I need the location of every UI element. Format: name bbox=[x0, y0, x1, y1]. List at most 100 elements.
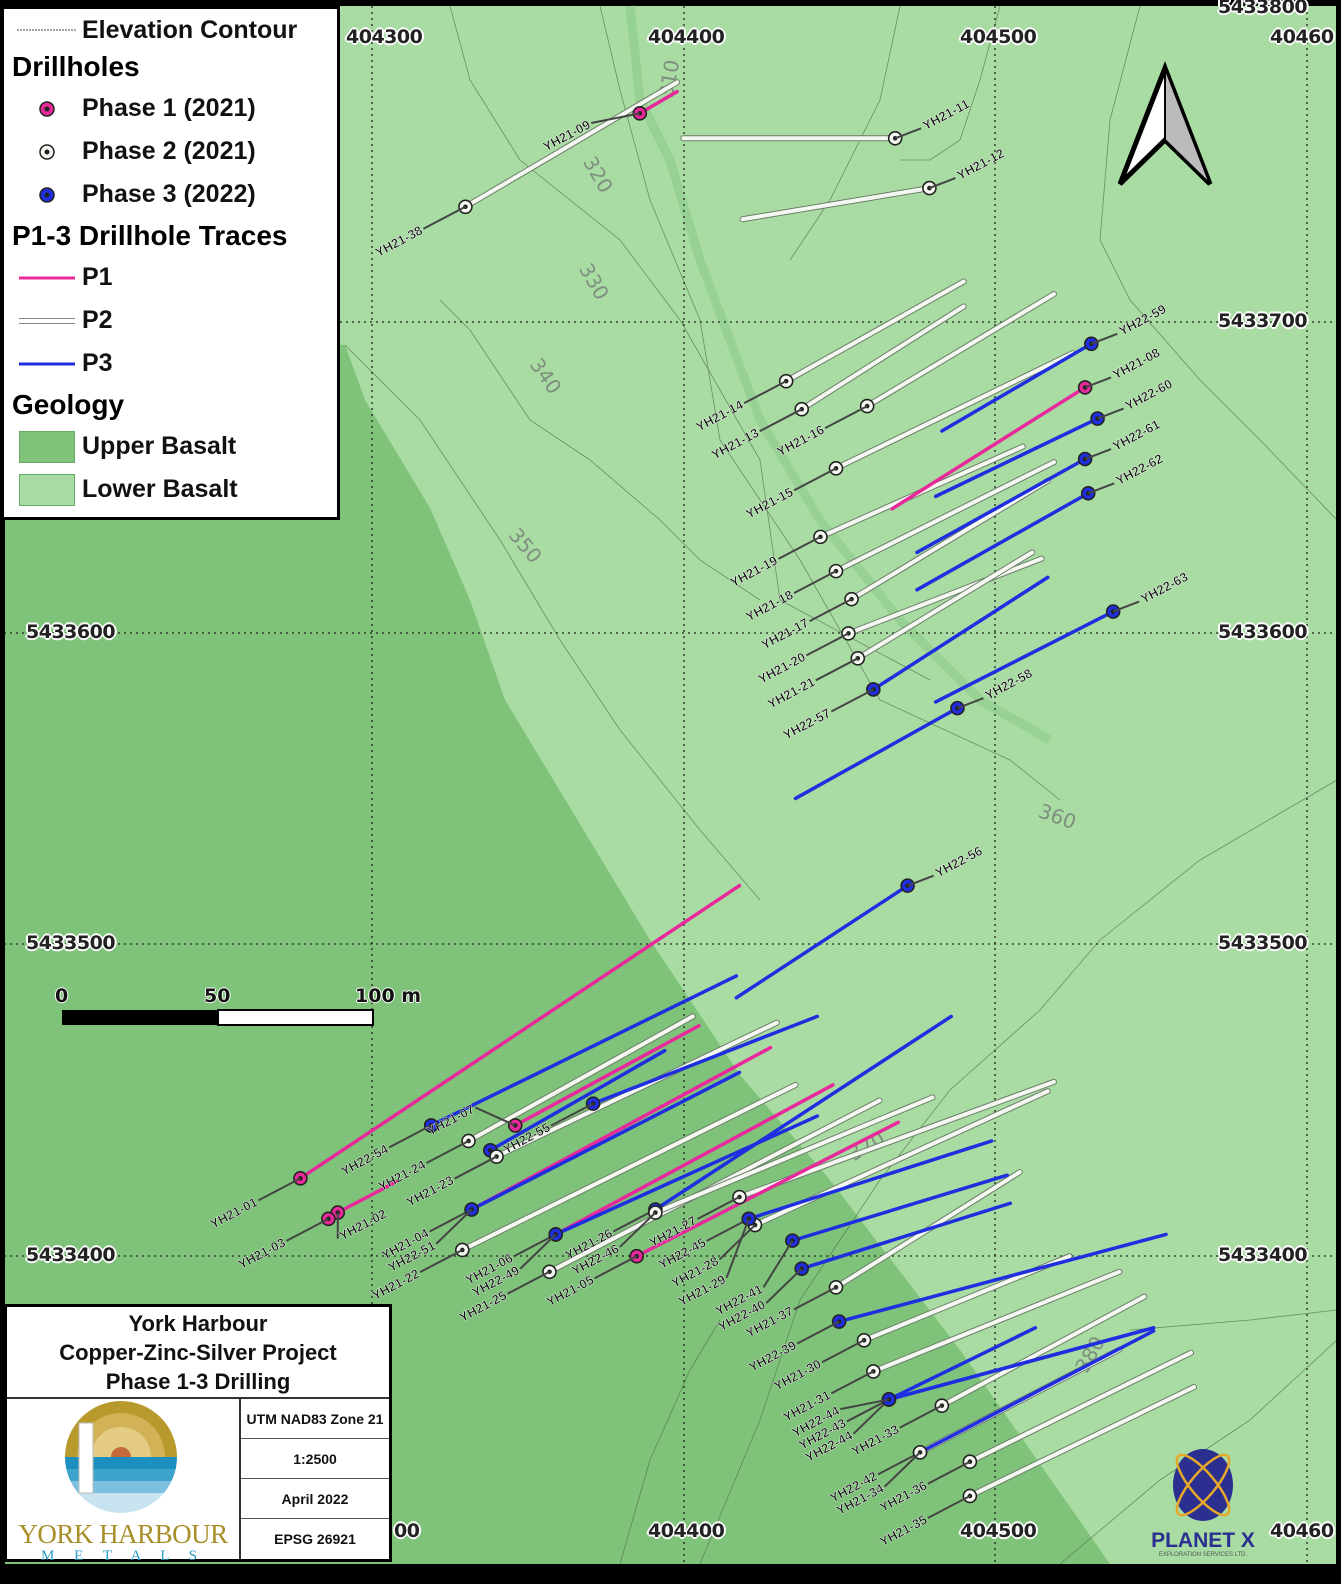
legend-label: Lower Basalt bbox=[82, 475, 238, 503]
drillhole-trace-p1 bbox=[553, 1083, 835, 1237]
label-leader bbox=[793, 467, 837, 492]
label-leader bbox=[1097, 407, 1124, 420]
legend-heading: Drillholes bbox=[12, 51, 140, 82]
label-leader bbox=[777, 535, 821, 560]
title-line: York Harbour bbox=[128, 1311, 268, 1336]
label-leader bbox=[706, 1217, 750, 1242]
drillhole-trace-p3 bbox=[653, 1014, 953, 1212]
easting-label: 00 bbox=[394, 1520, 420, 1542]
northing-label: 5433800 bbox=[1218, 0, 1308, 18]
map-title: York Harbour Copper-Zinc-Silver Project … bbox=[7, 1307, 389, 1399]
collar-icon bbox=[12, 99, 82, 119]
planet-x-logo: PLANET X EXPLORATION SERVICES LTD. bbox=[1148, 1445, 1258, 1560]
drillhole-trace-p2 bbox=[967, 1350, 1193, 1464]
label-leader bbox=[419, 1249, 463, 1273]
legend-label: P1 bbox=[82, 263, 113, 291]
legend-contour: Elevation Contour bbox=[12, 13, 337, 47]
title-line: Copper-Zinc-Silver Project bbox=[59, 1340, 337, 1365]
planet-logo-icon bbox=[1173, 1449, 1233, 1521]
scale-label: 100 m bbox=[355, 985, 422, 1007]
label-leader bbox=[550, 1102, 594, 1127]
drillhole-trace-p3 bbox=[918, 1329, 1156, 1455]
label-leader bbox=[429, 1208, 473, 1233]
epsg-code: EPSG 26921 bbox=[274, 1531, 356, 1547]
easting-label: 404400 bbox=[648, 26, 725, 48]
label-leader bbox=[805, 632, 849, 657]
geology-swatch bbox=[12, 473, 82, 506]
legend-label: Phase 1 (2021) bbox=[82, 94, 256, 122]
drillhole-trace-p2 bbox=[799, 304, 966, 412]
drillhole-trace-p3 bbox=[887, 1326, 1156, 1402]
drillhole-trace-p2 bbox=[833, 351, 1075, 471]
legend-phase-1: Phase 1 (2021) bbox=[12, 87, 337, 130]
title-block: York Harbour Copper-Zinc-Silver Project … bbox=[4, 1304, 392, 1564]
label-leader bbox=[435, 1208, 473, 1245]
northing-label: 5433400 bbox=[26, 1244, 116, 1266]
label-leader bbox=[840, 1398, 890, 1411]
drillhole-trace-p1 bbox=[513, 1024, 701, 1128]
label-leader bbox=[759, 408, 803, 433]
label-leader bbox=[1087, 482, 1115, 495]
projection: UTM NAD83 Zone 21 bbox=[241, 1399, 389, 1439]
label-leader bbox=[852, 1398, 890, 1435]
logo-text: YORK HARBOUR bbox=[18, 1519, 228, 1549]
label-leader bbox=[762, 1240, 794, 1288]
easting-label: 404400 bbox=[648, 1520, 725, 1542]
legend-label: Elevation Contour bbox=[82, 15, 298, 44]
label-leader bbox=[474, 1106, 516, 1127]
drillhole-trace-p3 bbox=[799, 1201, 1013, 1271]
drillhole-traces bbox=[298, 79, 1198, 1499]
drillhole-trace-p2 bbox=[855, 550, 1035, 661]
trace-line-icon bbox=[12, 359, 82, 369]
label-leader bbox=[815, 657, 859, 682]
label-leader bbox=[796, 1320, 840, 1345]
label-leader bbox=[718, 1224, 756, 1261]
northing-label: 5433500 bbox=[1218, 932, 1308, 954]
label-leader bbox=[594, 1255, 638, 1280]
northing-label: 5433600 bbox=[26, 621, 116, 643]
label-leader bbox=[285, 1217, 329, 1242]
label-leader bbox=[883, 1451, 921, 1488]
label-leader bbox=[907, 874, 934, 887]
drillhole-trace-p2 bbox=[865, 291, 1056, 409]
legend-geology-item: Upper Basalt bbox=[12, 425, 337, 468]
drillhole-trace-p2 bbox=[871, 1269, 1122, 1374]
drillhole-trace-p3 bbox=[488, 1048, 667, 1153]
drillhole-trace-p3 bbox=[915, 457, 1087, 555]
drillhole-trace-p2 bbox=[967, 1384, 1197, 1498]
drillhole-trace-p1 bbox=[634, 1120, 901, 1258]
northing-label: 5433500 bbox=[26, 932, 116, 954]
legend-heading: Geology bbox=[12, 389, 125, 420]
drillhole-trace-p3 bbox=[747, 1139, 994, 1221]
drillhole-trace-p2 bbox=[740, 186, 932, 222]
collar-icon bbox=[12, 185, 82, 205]
label-leader bbox=[454, 1155, 498, 1180]
label-leader bbox=[824, 405, 868, 429]
label-leader bbox=[426, 1140, 469, 1164]
legend-geology-item: Lower Basalt bbox=[12, 468, 337, 511]
drillhole-trace-p3 bbox=[940, 342, 1094, 433]
drillhole-trace-p2 bbox=[463, 80, 680, 209]
legend-trace-1: P1 bbox=[12, 256, 337, 299]
drillhole-trace-p1 bbox=[890, 385, 1087, 511]
label-leader bbox=[877, 1451, 921, 1476]
label-leader bbox=[765, 1267, 803, 1304]
planet-x-sub: EXPLORATION SERVICES LTD. bbox=[1158, 1552, 1248, 1558]
trail bbox=[625, 5, 1053, 744]
label-leader bbox=[793, 1286, 837, 1311]
label-leader bbox=[696, 1196, 740, 1220]
legend-phase-3: Phase 3 (2022) bbox=[12, 173, 337, 216]
scale-label: 0 bbox=[55, 985, 69, 1007]
legend-label: Upper Basalt bbox=[82, 432, 237, 460]
northing-label: 5433700 bbox=[1218, 310, 1308, 332]
drillhole-trace-p3 bbox=[915, 491, 1090, 592]
legend-label: P2 bbox=[82, 306, 113, 334]
drillhole-trace-p1 bbox=[298, 883, 742, 1181]
label-leader bbox=[821, 1339, 865, 1364]
drillhole-trace-p3 bbox=[793, 706, 960, 801]
title-line: Phase 1-3 Drilling bbox=[105, 1369, 291, 1394]
contour-line-icon bbox=[12, 28, 82, 32]
label-leader bbox=[257, 1177, 301, 1202]
legend: Elevation Contour Drillholes Phase 1 (20… bbox=[4, 6, 340, 520]
label-leader bbox=[725, 1218, 750, 1279]
